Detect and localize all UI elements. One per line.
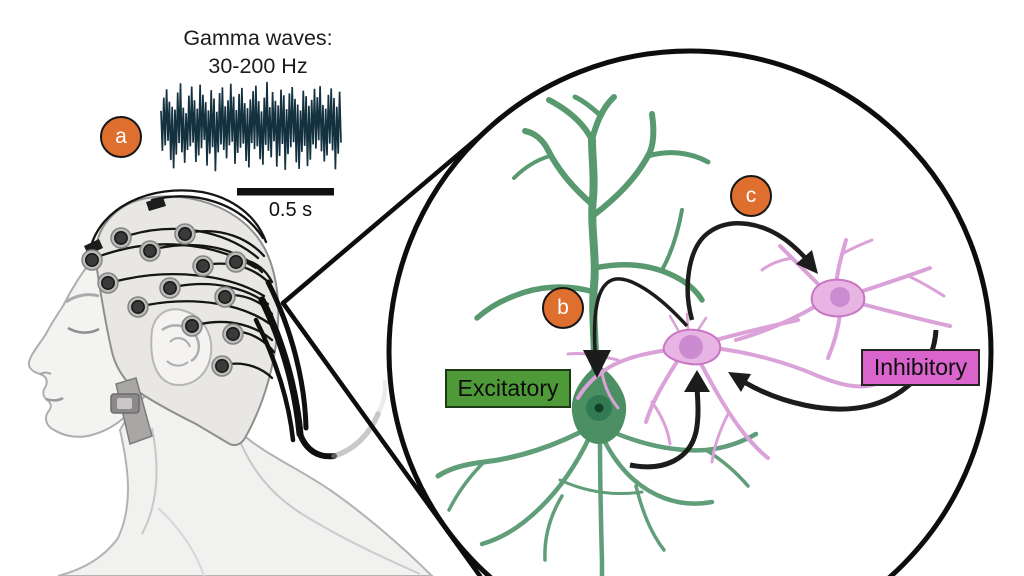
collar-shading bbox=[157, 507, 205, 576]
eeg-electrode bbox=[139, 240, 161, 262]
inhibitory-neuron-middle-soma bbox=[662, 328, 722, 366]
excitatory-nucleolus bbox=[594, 403, 604, 413]
panel-badge-a: a bbox=[100, 116, 142, 158]
inhibitory-label: Inhibitory bbox=[861, 349, 980, 386]
face-features bbox=[39, 293, 100, 402]
inhibitory-neuron-right-soma bbox=[810, 278, 866, 318]
eeg-electrode bbox=[174, 223, 196, 245]
cable-fading-tail bbox=[331, 411, 381, 459]
arrow-c-inhibitory-to-inhibitory bbox=[685, 221, 818, 321]
gamma-waveform bbox=[160, 81, 342, 172]
eeg-electrode bbox=[127, 296, 149, 318]
gamma-title: Gamma waves: 30-200 Hz bbox=[148, 24, 368, 80]
scale-bar-label: 0.5 s bbox=[268, 199, 313, 221]
excitatory-neuron-basal-dendrites bbox=[435, 423, 759, 576]
inhibitory-neuron-right bbox=[734, 238, 952, 360]
eeg-electrodes bbox=[81, 223, 247, 377]
excitatory-neuron bbox=[474, 94, 711, 400]
inhibitory-nucleus bbox=[830, 287, 850, 307]
eeg-electrode bbox=[81, 249, 103, 271]
arrow-b-inhibitory-to-excitatory bbox=[583, 277, 689, 378]
cap-connector-nub bbox=[146, 197, 166, 211]
gamma-title-line1: Gamma waves: bbox=[183, 26, 333, 50]
panel-badge-b: b bbox=[542, 287, 584, 329]
eeg-electrode bbox=[214, 286, 236, 308]
person-figure bbox=[27, 189, 434, 576]
mouth-line bbox=[45, 396, 64, 402]
gamma-title-line2: 30-200 Hz bbox=[208, 54, 308, 78]
eeg-cable-bundle bbox=[253, 279, 337, 460]
arrow-excitatory-to-inhibitory bbox=[629, 370, 710, 470]
cable-fading-tail-end bbox=[375, 379, 388, 417]
shoulder-shading bbox=[301, 513, 421, 575]
eyebrow bbox=[65, 293, 100, 304]
nose-line bbox=[39, 371, 52, 375]
eeg-electrode bbox=[225, 251, 247, 273]
eeg-electrode bbox=[97, 272, 119, 294]
eeg-electrode bbox=[159, 277, 181, 299]
eeg-electrode bbox=[181, 315, 203, 337]
eeg-electrode bbox=[222, 323, 244, 345]
excitatory-label: Excitatory bbox=[445, 369, 571, 408]
neck-front-shading bbox=[141, 427, 158, 535]
eeg-electrode bbox=[192, 255, 214, 277]
chin-strap bbox=[110, 377, 153, 445]
closed-eye bbox=[67, 326, 100, 334]
eeg-electrode bbox=[110, 227, 132, 249]
excitatory-neuron-soma bbox=[571, 364, 627, 444]
panel-badge-c: c bbox=[730, 175, 772, 217]
eeg-electrode bbox=[211, 355, 233, 377]
inhibitory-nucleus bbox=[679, 335, 703, 359]
scale-bar bbox=[237, 188, 334, 196]
